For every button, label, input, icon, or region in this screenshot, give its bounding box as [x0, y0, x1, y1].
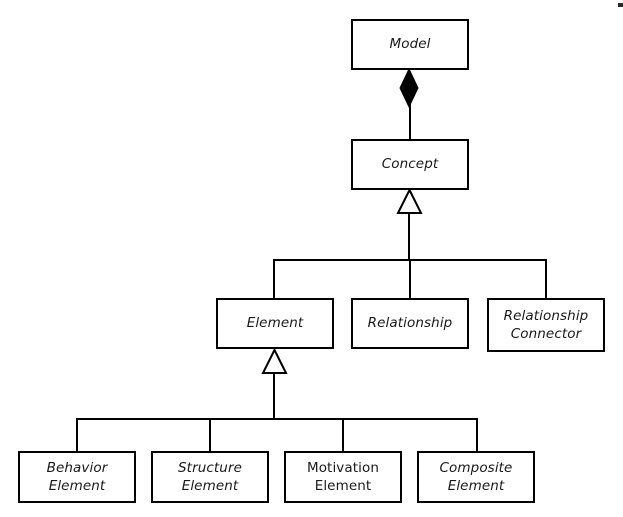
edge-drop-motivation-element [342, 418, 344, 452]
node-relationship-label: Relationship [367, 315, 453, 332]
edge-concept-to-model-stem [409, 104, 411, 140]
edge-drop-behavior-element [76, 418, 78, 452]
node-behavior-element-label-line-2: Element [48, 478, 106, 494]
generalization-triangle-concept [396, 187, 423, 214]
node-motivation-element[interactable]: Motivation Element [284, 451, 402, 503]
node-element-label: Element [246, 315, 304, 332]
node-structure-element-label-line-2: Element [181, 478, 239, 494]
node-relationship-connector-label-line-1: Relationship [503, 307, 589, 324]
node-model-label: Model [389, 36, 431, 53]
edge-tier3-bus [76, 418, 477, 420]
edge-drop-structure-element [209, 418, 211, 452]
node-relationship-connector-label-line-2: Connector [510, 326, 582, 342]
node-model[interactable]: Model [351, 19, 469, 70]
node-composite-element[interactable]: Composite Element [417, 451, 535, 503]
composition-diamond-marker [399, 67, 419, 109]
node-motivation-element-label-line-1: Motivation [306, 459, 380, 476]
edge-drop-composite-element [476, 418, 478, 452]
node-relationship-connector[interactable]: Relationship Connector [487, 298, 605, 352]
corner-artifact [618, 3, 623, 7]
generalization-triangle-element [261, 347, 288, 374]
node-element[interactable]: Element [216, 298, 334, 349]
node-behavior-element-label-line-1: Behavior [46, 459, 108, 476]
node-relationship[interactable]: Relationship [351, 298, 469, 349]
edge-drop-relationship [409, 259, 411, 299]
node-concept[interactable]: Concept [351, 139, 469, 190]
node-structure-element[interactable]: Structure Element [151, 451, 269, 503]
node-concept-label: Concept [381, 156, 439, 173]
edge-element-trunk [273, 372, 275, 419]
node-composite-element-label-line-2: Element [447, 478, 505, 494]
edge-concept-trunk [408, 212, 410, 260]
edge-drop-element [273, 259, 275, 299]
node-composite-element-label-line-1: Composite [439, 459, 513, 476]
node-behavior-element[interactable]: Behavior Element [18, 451, 136, 503]
node-motivation-element-label-line-2: Element [314, 478, 372, 494]
edge-drop-relationship-connector [545, 259, 547, 299]
node-structure-element-label-line-1: Structure [178, 459, 242, 476]
